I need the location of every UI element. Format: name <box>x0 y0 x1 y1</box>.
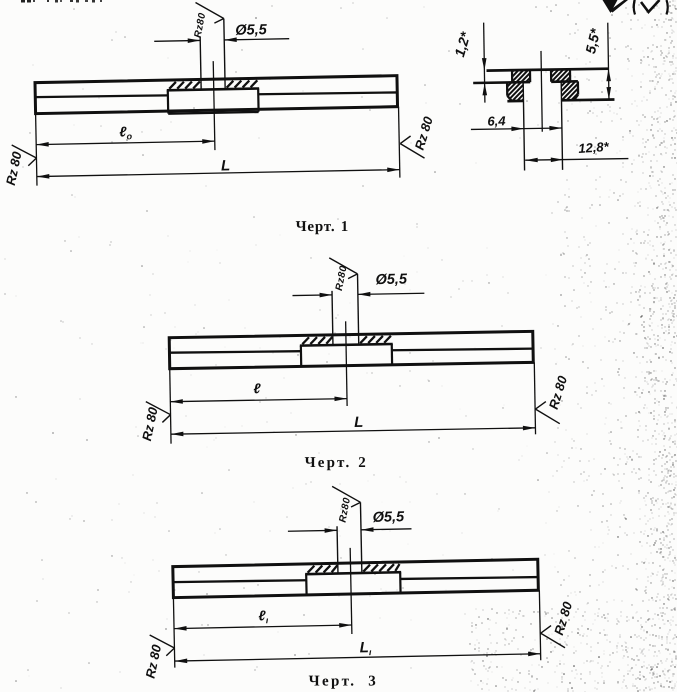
svg-text:ℓı: ℓı <box>258 607 269 625</box>
svg-text:Rz80: Rz80 <box>337 497 353 524</box>
svg-text:3: 3 <box>368 674 376 690</box>
svg-text:Lı: Lı <box>359 639 372 657</box>
svg-text:L: L <box>221 157 230 174</box>
svg-text:Черт.: Черт. <box>305 455 352 471</box>
svg-text:Rz 80: Rz 80 <box>139 405 161 442</box>
svg-text:12,8*: 12,8* <box>578 139 610 156</box>
svg-text:Ø5,5: Ø5,5 <box>372 509 405 526</box>
svg-text:Rz80: Rz80 <box>193 12 209 39</box>
svg-text:Rz80: Rz80 <box>334 265 350 292</box>
svg-text:Ø5,5: Ø5,5 <box>375 272 408 289</box>
svg-text:ℓ: ℓ <box>253 380 261 396</box>
svg-text:Rz 80: Rz 80 <box>3 150 25 187</box>
svg-text:6,4: 6,4 <box>487 113 506 128</box>
svg-text:Ø5,5: Ø5,5 <box>235 22 268 39</box>
svg-text:Черт.: Черт. <box>296 219 336 235</box>
svg-text:Rz 80: Rz 80 <box>142 643 164 680</box>
svg-text:2: 2 <box>358 455 366 471</box>
svg-text:ℓo: ℓo <box>119 123 133 141</box>
svg-text:1,2*: 1,2* <box>451 30 473 59</box>
svg-text:L: L <box>354 414 363 431</box>
svg-text:1: 1 <box>341 219 349 235</box>
svg-text:Черт.: Черт. <box>309 674 357 690</box>
svg-text:5,5*: 5,5* <box>582 27 603 55</box>
